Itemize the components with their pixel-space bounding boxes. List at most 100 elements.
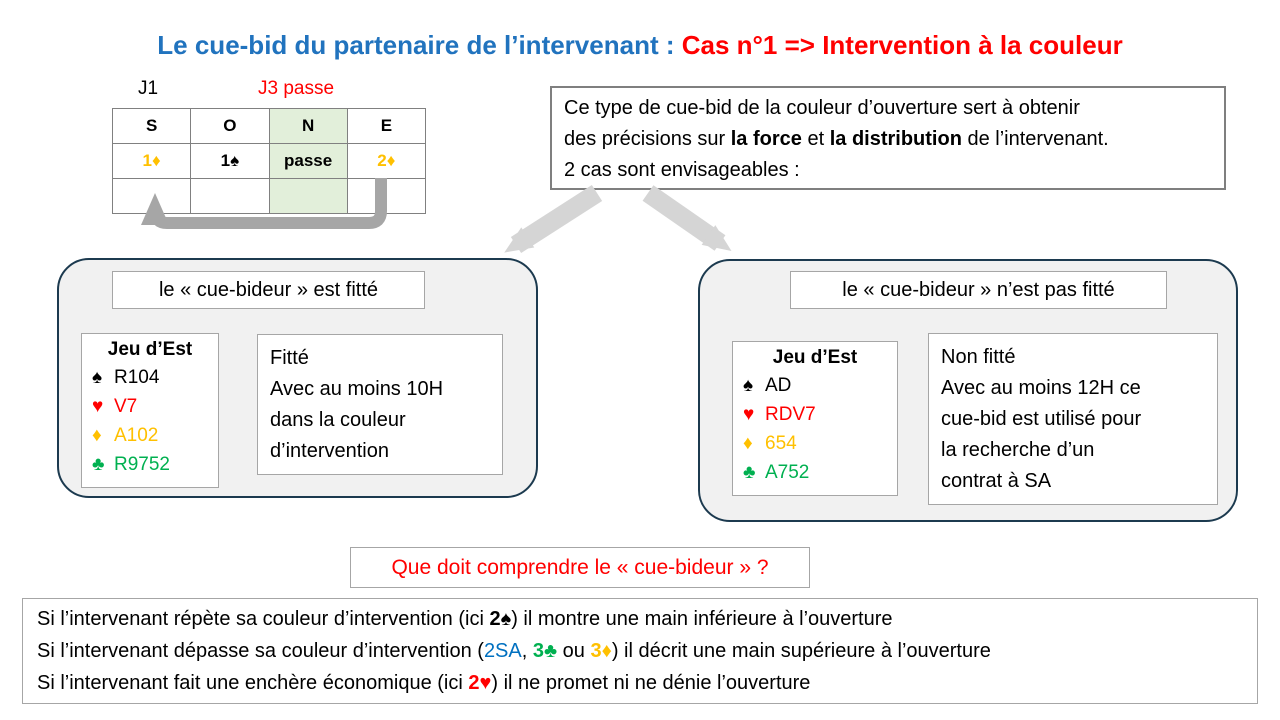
auction-header-cell: O	[190, 108, 270, 144]
suit-icon: ♥	[743, 404, 755, 425]
text-segment: cue-bid est utilisé pour	[941, 408, 1142, 430]
text-line: Si l’intervenant fait une enchère économ…	[37, 667, 1243, 699]
text-line: Avec au moins 10H	[270, 374, 490, 405]
hand-cards: 654	[765, 433, 797, 454]
text-line: Ce type de cue-bid de la couleur d’ouver…	[564, 93, 1212, 124]
hand-cards: V7	[114, 396, 138, 417]
loop-arrow-path	[141, 178, 387, 229]
auction-header-cell: E	[346, 108, 427, 144]
suit-icon: ♣	[92, 454, 105, 475]
unfitted-hand-list: ♠ AD ♥ RDV7 ♦ 654 ♣ A752	[743, 371, 893, 487]
text-segment: Avec au moins 10H	[270, 378, 444, 400]
text-line: cue-bid est utilisé pour	[941, 404, 1205, 435]
unfitted-hand-box: Jeu d’Est ♠ AD ♥ RDV7 ♦ 654 ♣ A752	[732, 341, 898, 496]
intro-box: Ce type de cue-bid de la couleur d’ouver…	[550, 86, 1226, 190]
text-line: Fitté	[270, 343, 490, 374]
unfitted-panel: le « cue-bideur » n’est pas fitté Jeu d’…	[698, 259, 1238, 522]
text-line: dans la couleur	[270, 405, 490, 436]
text-line: Si l’intervenant répète sa couleur d’int…	[37, 603, 1243, 635]
text-segment: 3♦	[590, 640, 612, 662]
hand-suit-row: ♣ R9752	[92, 450, 214, 479]
title-blue-text: Le cue-bid du partenaire de l’intervenan…	[157, 30, 682, 60]
rules-box: Si l’intervenant répète sa couleur d’int…	[22, 598, 1258, 704]
text-segment: 2SA	[483, 640, 522, 662]
auction-bid-cell: 1♦	[111, 143, 192, 179]
text-segment: ) il décrit une main supérieure à l’ouve…	[611, 640, 991, 662]
hand-suit-row: ♥V7	[92, 392, 214, 421]
text-line: des précisions sur la force et la distri…	[564, 124, 1212, 155]
text-segment: Fitté	[270, 347, 309, 369]
text-segment: 2 cas sont envisageables :	[564, 159, 800, 181]
text-segment: 3♣	[532, 640, 558, 662]
text-line: 2 cas sont envisageables :	[564, 155, 1212, 186]
hand-suit-row: ♠R104	[92, 363, 214, 392]
left-split-arrow	[504, 185, 603, 253]
fitted-hand-list: ♠R104♥V7 ♦ A102 ♣ R9752	[92, 363, 214, 479]
text-segment: des précisions sur	[564, 128, 731, 150]
text-segment: ,	[521, 640, 533, 662]
hand-suit-row: ♥ RDV7	[743, 400, 893, 429]
text-segment: Non fitté	[941, 346, 1016, 368]
fitted-panel-label: le « cue-bideur » est fitté	[112, 271, 425, 309]
suit-icon: ♦	[743, 433, 753, 454]
hand-suit-row: ♣ A752	[743, 458, 893, 487]
text-segment: Si l’intervenant dépasse sa couleur d’in…	[37, 640, 484, 662]
text-segment: dans la couleur	[270, 409, 406, 431]
hand-suit-row: ♦ A102	[92, 421, 214, 450]
hand-cards: RDV7	[765, 404, 816, 425]
text-segment: d’intervention	[270, 440, 389, 462]
auction-row	[111, 178, 427, 214]
fitted-panel: le « cue-bideur » est fitté Jeu d’Est ♠R…	[57, 258, 538, 498]
auction-loop-arrow	[141, 178, 387, 229]
hand-suit-row: ♠ AD	[743, 371, 893, 400]
auction-bid-cell: 1♠	[190, 143, 270, 179]
text-segment: ) il ne promet ni ne dénie l’ouverture	[491, 672, 811, 694]
title-red-text: Cas n°1 => Intervention à la couleur	[681, 30, 1123, 60]
text-line: la recherche d’un	[941, 435, 1205, 466]
text-segment: contrat à SA	[941, 470, 1052, 492]
text-segment: Si l’intervenant répète sa couleur d’int…	[37, 608, 490, 630]
right-split-arrow	[642, 185, 732, 251]
hand-cards: A102	[114, 425, 159, 446]
question-box: Que doit comprendre le « cue-bideur » ?	[350, 547, 810, 588]
unfitted-panel-label: le « cue-bideur » n’est pas fitté	[790, 271, 1167, 309]
text-segment: la force	[730, 128, 802, 150]
text-segment: Si l’intervenant fait une enchère économ…	[37, 672, 469, 694]
hand-cards: AD	[765, 375, 792, 396]
auction-empty-cell	[190, 178, 270, 214]
text-segment: la distribution	[829, 128, 962, 150]
north-pass-label: J3 passe	[258, 78, 335, 99]
text-line: Si l’intervenant dépasse sa couleur d’in…	[37, 635, 1243, 667]
text-segment: la recherche d’un	[941, 439, 1095, 461]
hand-cards: A752	[765, 462, 810, 483]
text-line: d’intervention	[270, 436, 490, 467]
hand-cards: R9752	[114, 454, 170, 475]
text-segment: de l’intervenant.	[961, 128, 1109, 150]
auction-bid-cell: passe	[268, 143, 348, 179]
text-segment: 2♠	[489, 608, 512, 630]
text-segment: ou	[557, 640, 591, 662]
suit-icon: ♠	[743, 375, 754, 396]
split-arrows	[504, 185, 732, 253]
text-segment: Ce type de cue-bid de la couleur d’ouver…	[564, 97, 1080, 119]
fitted-hand-box: Jeu d’Est ♠R104♥V7♦A102♣R9752	[81, 333, 219, 488]
auction-header-cell: S	[111, 108, 192, 144]
unfitted-hand-title: Jeu d’Est	[772, 347, 858, 368]
hand-suit-row: ♦ 654	[743, 429, 893, 458]
dealer-label: J1	[138, 78, 159, 99]
text-segment: 2♥	[468, 672, 492, 694]
suit-icon: ♦	[92, 425, 102, 446]
text-segment: ) il montre une main inférieure à l’ouve…	[511, 608, 893, 630]
page-title: Le cue-bid du partenaire de l’intervenan…	[0, 30, 1280, 61]
suit-icon: ♣	[743, 462, 756, 483]
hand-cards: R104	[114, 367, 160, 388]
text-line: Non fitté	[941, 342, 1205, 373]
text-line: Avec au moins 12H ce	[941, 373, 1205, 404]
auction-header-cell: N	[268, 108, 348, 144]
